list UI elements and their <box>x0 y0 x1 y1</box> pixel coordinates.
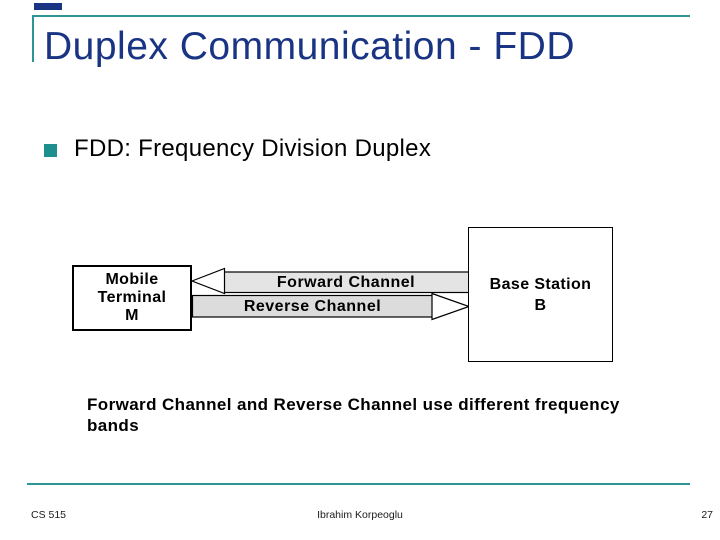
title-rule-vertical <box>32 15 34 62</box>
base-station-box: Base Station B <box>468 227 613 362</box>
forward-arrow-head-icon <box>190 267 226 295</box>
footer-course: CS 515 <box>31 509 67 521</box>
mobile-box-line: Mobile <box>105 271 159 288</box>
title-rule-horizontal <box>32 15 690 17</box>
bullet-square-icon <box>44 144 57 157</box>
reverse-arrow-head-icon <box>431 292 471 321</box>
base-box-line: B <box>534 296 547 314</box>
mobile-box-line: Terminal <box>97 289 167 306</box>
forward-channel-label: Forward Channel <box>276 274 416 291</box>
note-text: Forward Channel and Reverse Channel use … <box>87 395 620 435</box>
mobile-box-line: M <box>125 307 139 324</box>
base-box-line: Base Station <box>489 275 592 293</box>
footer-rule <box>27 483 690 485</box>
footer-page-number: 27 <box>701 509 713 521</box>
bullet-label: FDD: Frequency Division Duplex <box>74 135 432 162</box>
bullet-item: FDD: Frequency Division Duplex <box>44 134 664 166</box>
footer-author: Ibrahim Korpeoglu <box>317 509 403 521</box>
reverse-channel-label: Reverse Channel <box>243 298 382 315</box>
page-title: Duplex Communication - FDD <box>44 25 575 68</box>
accent-bar <box>34 3 62 10</box>
mobile-terminal-box: Mobile Terminal M <box>72 265 192 331</box>
